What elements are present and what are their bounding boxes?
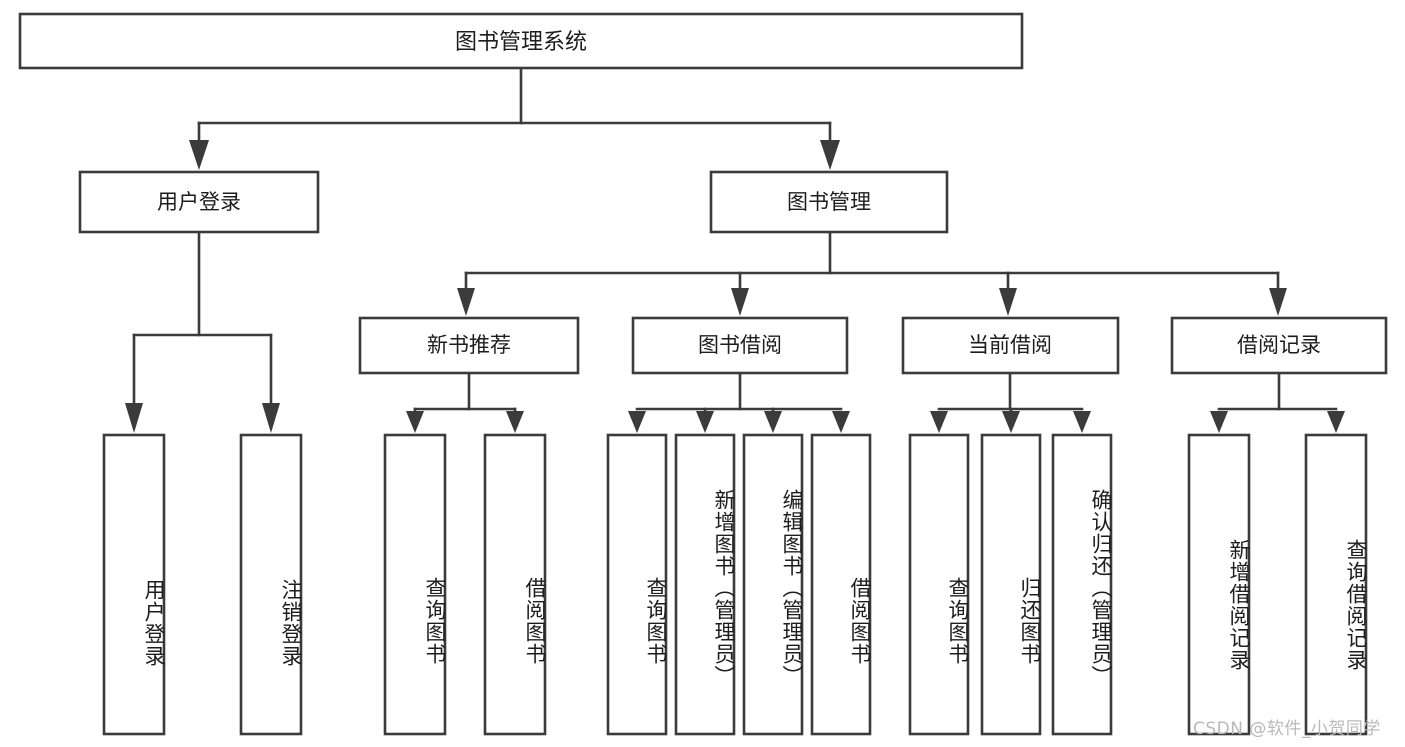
node-leaf-borrow-book-1-box[interactable] — [483, 433, 547, 736]
arrowhead-book-manage — [820, 140, 840, 170]
leaf-boxes-group — [102, 433, 1368, 736]
node-new-book-rec-box[interactable] — [358, 316, 580, 375]
node-book-borrow[interactable]: 图书借阅 — [631, 316, 849, 375]
node-root-box[interactable] — [18, 12, 1024, 70]
node-borrow-record-box[interactable] — [1170, 316, 1388, 375]
arrowhead-leaf-add-book — [696, 411, 714, 433]
node-user-login-box[interactable] — [78, 170, 320, 234]
connector-group-book-manage-children — [457, 230, 1287, 316]
node-leaf-query-book-2-box[interactable] — [606, 433, 668, 736]
connector-group-book-borrow-children — [628, 371, 850, 433]
arrowhead-leaf-query-record — [1327, 411, 1345, 433]
node-leaf-return-book-box[interactable] — [980, 433, 1042, 736]
node-leaf-user-login-box[interactable] — [102, 433, 166, 736]
arrowhead-current-borrow — [999, 288, 1017, 316]
node-book-manage[interactable]: 图书管理 — [709, 170, 949, 234]
connector-group-new-book-rec-children — [406, 371, 524, 433]
node-leaf-borrow-book-2-box[interactable] — [810, 433, 872, 736]
node-borrow-record[interactable]: 借阅记录 — [1170, 316, 1388, 375]
node-leaf-query-book-3-box[interactable] — [908, 433, 970, 736]
node-current-borrow[interactable]: 当前借阅 — [901, 316, 1120, 375]
arrowhead-book-borrow — [731, 288, 749, 316]
arrowhead-new-book-rec — [457, 288, 475, 316]
arrowhead-leaf-borrow-book-1 — [506, 411, 524, 433]
node-leaf-add-record-box[interactable] — [1187, 433, 1251, 736]
node-root[interactable]: 图书管理系统 — [18, 12, 1024, 70]
arrowhead-leaf-user-logout — [262, 403, 280, 433]
connector-group-borrow-record-children — [1210, 371, 1345, 433]
node-leaf-confirm-return-box[interactable] — [1051, 433, 1113, 736]
node-user-login-label: 用户登录 — [157, 190, 241, 214]
arrowhead-leaf-user-login — [125, 403, 143, 433]
arrowhead-leaf-query-book-1 — [406, 411, 424, 433]
node-book-borrow-box[interactable] — [631, 316, 849, 375]
node-book-manage-box[interactable] — [709, 170, 949, 234]
connector-group-root-to-level2 — [189, 66, 840, 170]
node-leaf-edit-book-box[interactable] — [742, 433, 804, 736]
arrowhead-leaf-confirm-return — [1073, 411, 1091, 433]
arrowhead-leaf-return-book — [1002, 411, 1020, 433]
connector-group-current-borrow-children — [930, 371, 1091, 433]
arrowhead-user-login — [189, 140, 209, 170]
node-leaf-user-logout-box[interactable] — [239, 433, 303, 736]
arrowhead-leaf-query-book-3 — [930, 411, 948, 433]
node-new-book-rec[interactable]: 新书推荐 — [358, 316, 580, 375]
node-leaf-add-book-box[interactable] — [674, 433, 736, 736]
arrowhead-leaf-borrow-book-2 — [832, 411, 850, 433]
arrowhead-leaf-query-book-2 — [628, 411, 646, 433]
node-borrow-record-label: 借阅记录 — [1237, 333, 1321, 357]
arrowhead-leaf-add-record — [1210, 411, 1228, 433]
csdn-watermark: CSDN @软件_小贺同学 — [1193, 719, 1381, 739]
node-root-label: 图书管理系统 — [455, 30, 587, 55]
arrowhead-leaf-edit-book — [764, 411, 782, 433]
connector-group-user-login-children — [125, 230, 280, 433]
node-book-manage-label: 图书管理 — [787, 190, 871, 214]
node-current-borrow-label: 当前借阅 — [968, 333, 1052, 357]
node-new-book-rec-label: 新书推荐 — [427, 333, 511, 357]
node-current-borrow-box[interactable] — [901, 316, 1120, 375]
arrowhead-borrow-record — [1269, 288, 1287, 316]
node-user-login[interactable]: 用户登录 — [78, 170, 320, 234]
node-book-borrow-label: 图书借阅 — [698, 333, 782, 357]
node-leaf-query-record-box[interactable] — [1304, 433, 1368, 736]
node-leaf-query-book-1-box[interactable] — [383, 433, 447, 736]
